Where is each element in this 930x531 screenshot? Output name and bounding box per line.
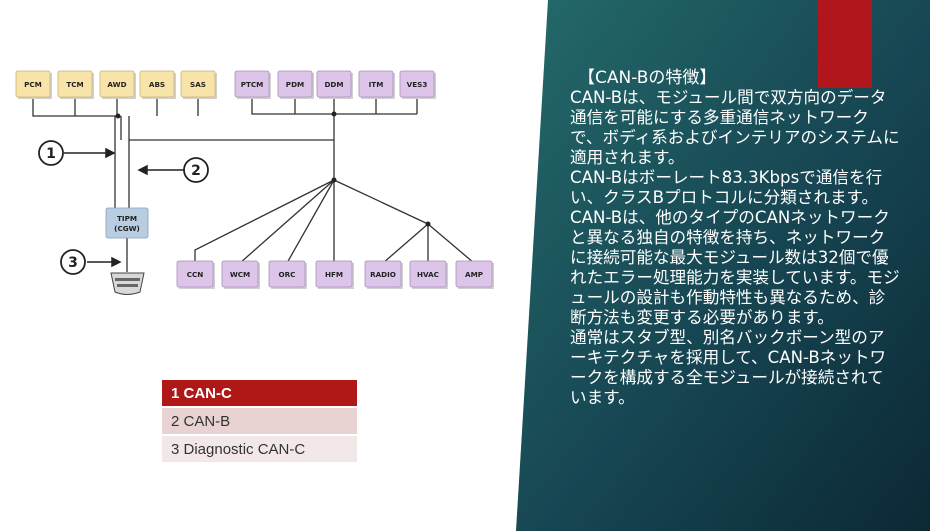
module-label: WCM xyxy=(230,270,250,279)
module-tcm: TCM xyxy=(57,70,94,99)
module-awd: AWD xyxy=(99,70,136,99)
module-hfm: HFM xyxy=(315,260,354,289)
module-sas: SAS xyxy=(180,70,217,99)
module-label: ABS xyxy=(149,80,165,89)
module-orc: ORC xyxy=(268,260,307,289)
callout-2: 2 xyxy=(183,157,209,183)
module-label: TCM xyxy=(66,80,83,89)
gateway-sublabel: (CGW) xyxy=(114,224,140,233)
gateway-label: TIPM xyxy=(117,214,137,223)
module-label: PDM xyxy=(286,80,304,89)
module-ptcm: PTCM xyxy=(234,70,271,99)
paragraph-architecture: 通常はスタブ型、別名バックボーン型のアーキテクチャを採用して、CAN-Bネットワ… xyxy=(570,328,887,407)
module-radio: RADIO xyxy=(364,260,403,289)
panel-shape xyxy=(516,0,930,531)
module-ves3: VES3 xyxy=(399,70,436,99)
module-wcm: WCM xyxy=(221,260,260,289)
module-label: HVAC xyxy=(417,270,439,279)
module-label: AWD xyxy=(107,80,126,89)
legend: 1 CAN-C 2 CAN-B 3 Diagnostic CAN-C xyxy=(162,380,357,464)
section-title: 【CAN-Bの特徴】 xyxy=(578,68,717,88)
callout-3: 3 xyxy=(60,249,86,275)
module-label: CCN xyxy=(187,270,204,279)
callout-arrows xyxy=(64,147,184,268)
red-accent-bar xyxy=(818,0,872,88)
paragraph-overview: CAN-Bは、モジュール間で双方向のデータ通信を可能にする多重通信ネットワークで… xyxy=(570,88,900,167)
bus-lines xyxy=(32,97,475,272)
module-label: AMP xyxy=(465,270,483,279)
module-label: SAS xyxy=(190,80,206,89)
legend-item-diagnostic-can-c: 3 Diagnostic CAN-C xyxy=(162,436,357,464)
module-label: PTCM xyxy=(241,80,264,89)
paragraph-characteristics: CAN-Bはボーレート83.3Kbpsで通信を行い、クラスBプロトコルに分類され… xyxy=(570,168,900,327)
gateway-module: TIPM (CGW) xyxy=(105,207,149,239)
module-hvac: HVAC xyxy=(409,260,448,289)
legend-item-can-b: 2 CAN-B xyxy=(162,408,357,436)
callout-1: 1 xyxy=(38,140,64,166)
module-label: RADIO xyxy=(370,270,396,279)
module-pdm: PDM xyxy=(277,70,314,99)
module-label: PCM xyxy=(24,80,42,89)
legend-item-can-c: 1 CAN-C xyxy=(162,380,357,408)
module-itm: ITM xyxy=(358,70,395,99)
module-ccn: CCN xyxy=(176,260,215,289)
callout-number: 1 xyxy=(46,146,56,162)
module-label: DDM xyxy=(324,80,343,89)
bus-nodes xyxy=(115,111,431,227)
module-abs: ABS xyxy=(139,70,176,99)
callout-markers: 1 2 3 xyxy=(38,140,209,275)
module-label: VES3 xyxy=(407,80,428,89)
diagnostic-connector-icon xyxy=(110,272,145,295)
module-pcm: PCM xyxy=(15,70,52,99)
callout-number: 2 xyxy=(191,163,201,179)
module-label: ITM xyxy=(369,80,384,89)
callout-number: 3 xyxy=(68,255,78,271)
description-text: 【CAN-Bの特徴】 CAN-Bは、モジュール間で双方向のデータ通信を可能にする… xyxy=(570,68,900,408)
module-label: HFM xyxy=(325,270,343,279)
module-label: ORC xyxy=(279,270,296,279)
module-amp: AMP xyxy=(455,260,494,289)
module-ddm: DDM xyxy=(316,70,353,99)
